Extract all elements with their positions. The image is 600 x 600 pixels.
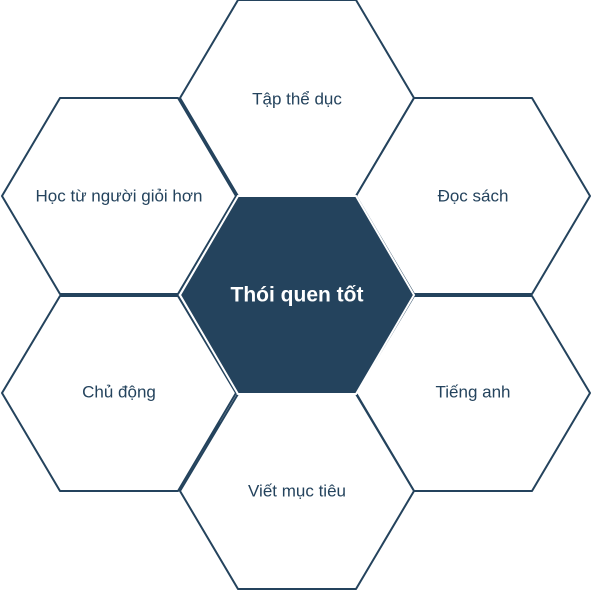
center-title: Thói quen tốt xyxy=(231,284,364,307)
hex-label-tap-the-duc: Tập thể dục xyxy=(252,90,342,109)
hex-chu-dong: Chủ động xyxy=(1,295,237,492)
hex-label-tieng-anh: Tiếng anh xyxy=(436,383,511,402)
hex-shape xyxy=(1,295,237,492)
hex-label-doc-sach: Đọc sách xyxy=(438,187,509,206)
outer-hexagons: Tập thể dục Đọc sách Tiếng anh Viết mục … xyxy=(1,0,591,590)
hex-label-viet-muc-tieu: Viết mục tiêu xyxy=(248,482,346,501)
hex-shape xyxy=(1,97,237,295)
hex-label-chu-dong: Chủ động xyxy=(82,383,156,402)
hex-center-shape xyxy=(178,195,416,395)
hex-center: Thói quen tốt xyxy=(178,195,416,395)
hex-hoc-tu-nguoi-gioi-hon: Học từ người giỏi hơn xyxy=(1,97,237,295)
hex-label-hoc-tu-nguoi-gioi-hon: Học từ người giỏi hơn xyxy=(36,187,203,206)
